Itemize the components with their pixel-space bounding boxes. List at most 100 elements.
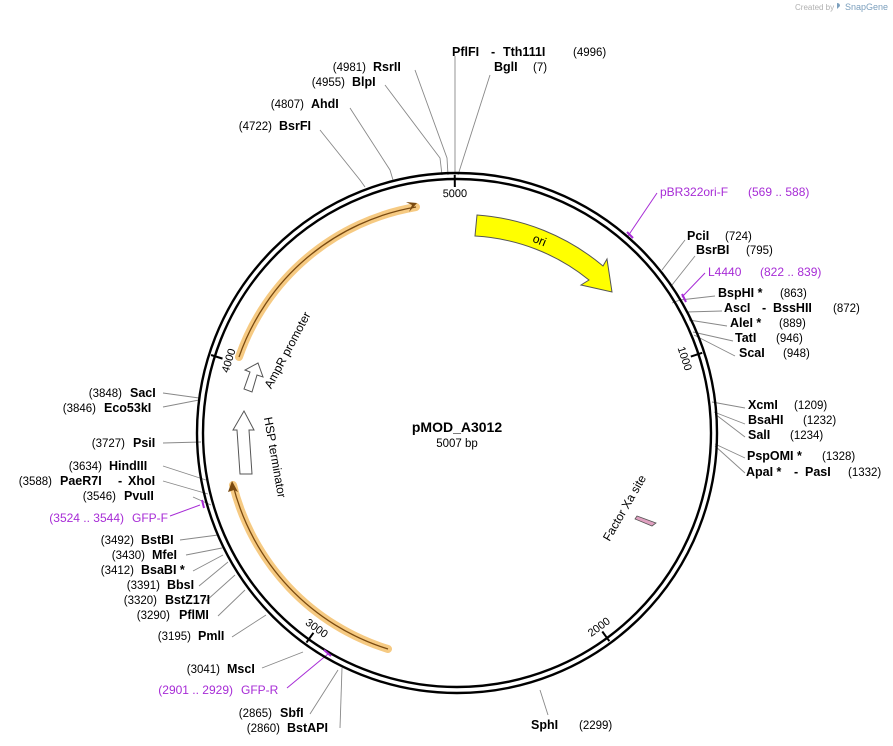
guide-asci	[685, 310, 723, 313]
site-labels: PflFI - Tth111I (4996) BglI (7) (4981) R…	[19, 45, 882, 735]
site-pcii-pos: (724)	[725, 231, 752, 243]
site-sali-pos: (1234)	[790, 430, 823, 442]
site-bstz17i: BstZ17I	[165, 593, 210, 607]
site-bsphi-pos: (863)	[780, 288, 807, 300]
site-asci-pos: (872)	[833, 303, 860, 315]
site-bsahi: BsaHI	[748, 413, 783, 427]
site-alei-pos: (889)	[779, 318, 806, 330]
site-alei: AleI *	[730, 316, 761, 330]
primer-gfp-r-range: (2901 .. 2929)	[158, 683, 233, 697]
site-pflmi: PflMI	[179, 608, 209, 622]
site-hindiii-pos: (3634)	[69, 461, 102, 473]
feature-hsp-terminator-label: HSP terminator	[261, 416, 289, 499]
site-apai: ApaI *	[746, 465, 782, 479]
map-title: pMOD_A3012	[412, 419, 502, 435]
site-mfei: MfeI	[152, 548, 177, 562]
feature-factor-xa-label: Factor Xa site	[600, 472, 649, 543]
site-pmli: PmlI	[198, 629, 224, 643]
guide-pbr322ori	[627, 192, 658, 237]
guide-rsrii	[414, 69, 449, 176]
snapgene-logo-icon	[837, 3, 840, 9]
site-pcii: PciI	[687, 229, 709, 243]
site-pspomi-pos: (1328)	[822, 451, 855, 463]
site-msci: MscI	[227, 662, 255, 676]
site-asci-sep: -	[762, 301, 766, 315]
guide-xcmi	[711, 401, 746, 409]
site-bsshii: BssHII	[773, 301, 812, 315]
feature-lower-highlight	[228, 481, 392, 653]
site-bstapi-pos: (2860)	[247, 723, 280, 735]
site-ahdi-pos: (4807)	[271, 99, 304, 111]
tick-label-5000: 5000	[443, 188, 468, 200]
primer-gfp-f: GFP-F	[132, 511, 168, 525]
guide-bsrfi	[319, 129, 366, 188]
site-apai-pos: (1332)	[848, 467, 881, 479]
site-tth111i: Tth111I	[503, 45, 545, 59]
guide-sali	[714, 413, 746, 438]
primer-pbr322ori: pBR322ori-F	[660, 185, 728, 199]
tick-mark-4000	[210, 354, 223, 360]
tick-mark-1000	[690, 351, 703, 358]
site-saci: SacI	[130, 386, 156, 400]
guide-psii	[162, 441, 202, 444]
site-pvuii: PvuII	[124, 489, 154, 503]
feature-ori: ori	[474, 214, 613, 293]
site-xhoi: XhoI	[128, 474, 155, 488]
site-bbsi-pos: (3391)	[127, 580, 160, 592]
guide-bstbi	[179, 534, 219, 541]
guide-bsrbi	[671, 255, 696, 286]
primer-markers	[201, 231, 687, 657]
site-msci-pos: (3041)	[187, 664, 220, 676]
site-ahdi: AhdI	[311, 97, 339, 111]
primer-mark-gfp-r	[323, 649, 332, 657]
credit-prefix: Created by	[795, 3, 834, 12]
site-rsrii: RsrII	[373, 60, 401, 74]
site-pmli-pos: (3195)	[158, 631, 191, 643]
guide-gfp-r	[286, 653, 329, 689]
site-sphi-pos: (2299)	[579, 720, 612, 732]
site-bbsi: BbsI	[167, 578, 194, 592]
primer-mark-l4440	[681, 293, 687, 303]
site-pflmi-pos: (3290)	[137, 610, 170, 622]
site-saci-pos: (3848)	[89, 388, 122, 400]
tick-mark-2000	[601, 630, 611, 642]
primer-l4440-range: (822 .. 839)	[760, 265, 821, 279]
guide-sbfi	[309, 669, 339, 715]
feature-ori-label: ori	[531, 231, 549, 249]
site-eco53ki: Eco53kI	[104, 401, 151, 415]
site-hindiii: HindIII	[109, 459, 147, 473]
guide-bgli	[457, 74, 491, 176]
feature-hsp-terminator: HSP terminator	[232, 409, 289, 499]
site-bsrbi-pos: (795)	[746, 245, 773, 257]
site-bgli-pos: (7)	[533, 62, 547, 74]
primer-pbr322ori-range: (569 .. 588)	[748, 185, 809, 199]
guide-bsahi	[713, 411, 746, 425]
site-bsphi: BspHI *	[718, 286, 763, 300]
guide-gfp-f	[169, 504, 201, 517]
guide-pflmi	[217, 589, 246, 617]
backbone-inner	[201, 177, 713, 689]
site-bsahi-pos: (1232)	[803, 415, 836, 427]
credit-brand: SnapGene	[845, 2, 888, 12]
feature-ampr-highlight	[235, 202, 420, 361]
primer-labels: pBR322ori-F (569 .. 588) L4440 (822 .. 8…	[49, 185, 821, 697]
site-pflfi: PflFI	[452, 45, 479, 59]
site-bgli: BglI	[494, 60, 518, 74]
guide-saci	[162, 392, 200, 399]
site-bsrfi: BsrFI	[279, 119, 311, 133]
site-asci: AscI	[724, 301, 750, 315]
site-pasi: PasI	[805, 465, 831, 479]
site-sphi: SphI	[531, 718, 558, 732]
guide-l4440	[681, 272, 706, 298]
site-bsrfi-pos: (4722)	[239, 121, 272, 133]
tick-label-1000: 1000	[675, 345, 694, 372]
site-paer7i-sep: -	[118, 474, 122, 488]
site-sbfi: SbfI	[280, 706, 304, 720]
primer-l4440: L4440	[708, 265, 742, 279]
guide-pcii	[661, 239, 686, 271]
guide-msci	[261, 651, 304, 669]
tick-mark-3000	[305, 632, 315, 644]
guide-hindiii	[162, 465, 207, 481]
map-length: 5007 bp	[436, 438, 478, 450]
guide-paer7i	[162, 480, 209, 495]
